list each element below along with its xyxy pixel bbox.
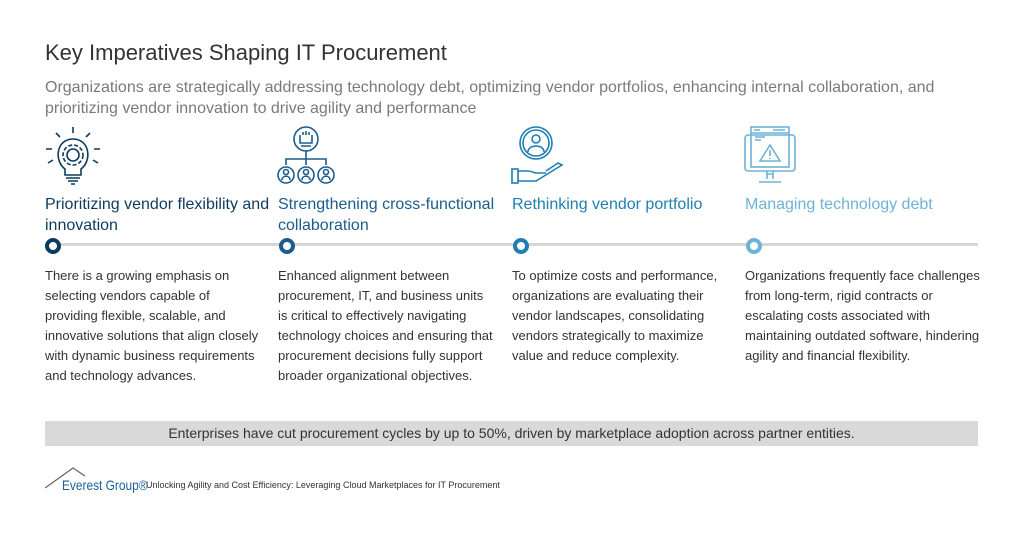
highlight-banner: Enterprises have cut procurement cycles … <box>45 421 978 446</box>
column-body: Organizations frequently face challenges… <box>745 268 980 363</box>
timeline-dot <box>279 238 295 254</box>
column-heading: Prioritizing vendor flexibility and inno… <box>45 196 270 234</box>
column-body: There is a growing emphasis on selecting… <box>45 268 259 383</box>
timeline-dot <box>746 238 762 254</box>
lightbulb-gear-icon <box>46 127 100 185</box>
fist-team-hierarchy-icon <box>277 126 335 184</box>
everest-group-logo: Everest Group® <box>62 477 148 493</box>
timeline-dot <box>513 238 529 254</box>
column-heading: Managing technology debt <box>745 196 933 213</box>
column-body: To optimize costs and performance, organ… <box>512 268 718 363</box>
hand-person-icon <box>511 126 564 184</box>
page-title: Key Imperatives Shaping IT Procurement <box>45 40 447 65</box>
page-subtitle: Organizations are strategically addressi… <box>45 79 935 117</box>
timeline-dot <box>45 238 61 254</box>
monitor-warning-icon <box>744 126 796 183</box>
everest-mountain-logo-icon <box>45 467 86 489</box>
column-heading: Strengthening cross-functional collabora… <box>278 196 495 234</box>
column-body: Enhanced alignment between procurement, … <box>278 268 493 383</box>
column-heading: Rethinking vendor portfolio <box>512 196 703 213</box>
footer-source: Unlocking Agility and Cost Efficiency: L… <box>146 480 500 490</box>
